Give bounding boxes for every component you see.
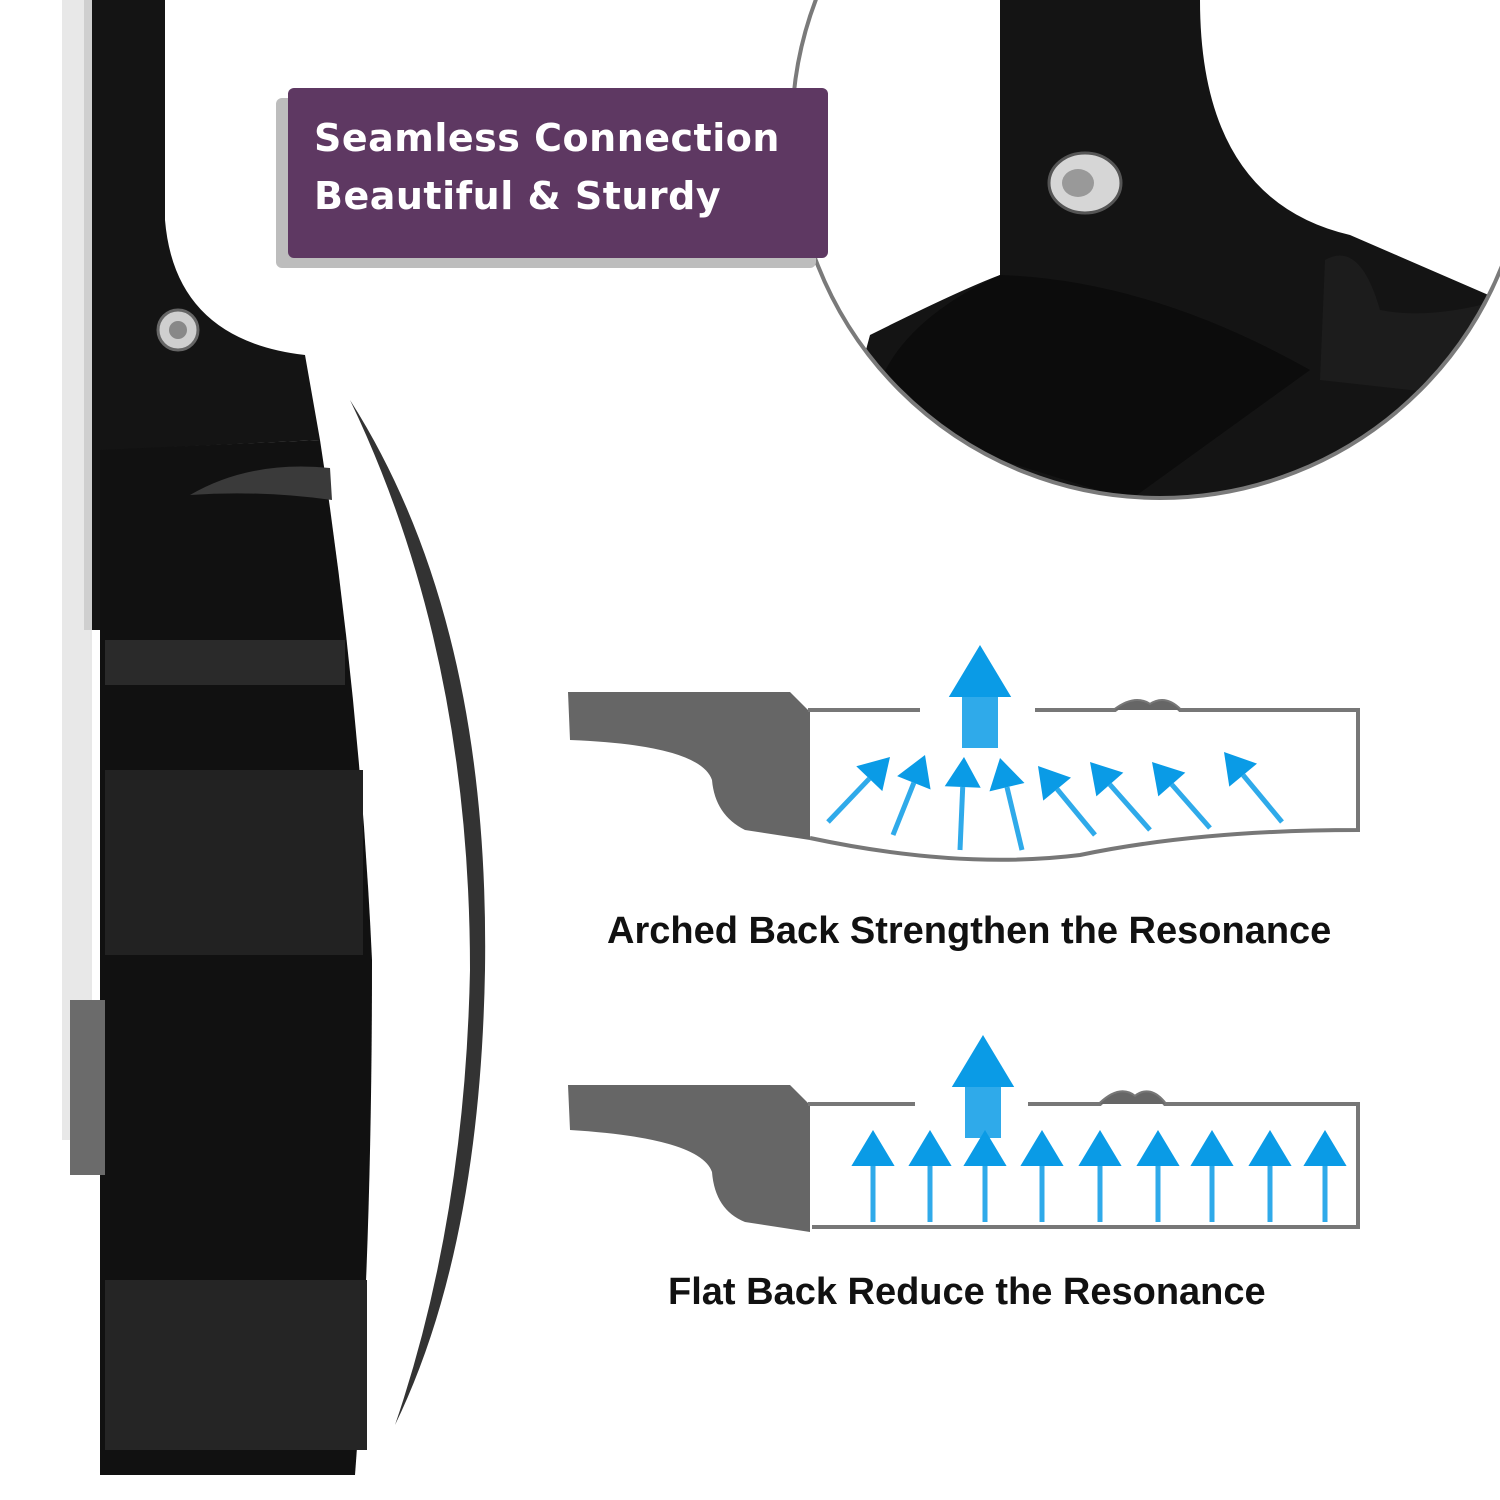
resonance-arrow-icon <box>851 1130 895 1222</box>
bridge <box>70 1000 105 1175</box>
resonance-arrow-icon <box>963 1130 1007 1222</box>
arch-curve-line <box>350 400 486 1425</box>
resonance-arrow-icon <box>1038 766 1097 837</box>
resonance-arrow-icon <box>989 758 1025 851</box>
resonance-arrow-icon <box>944 757 981 851</box>
flat-back-diagram <box>568 1035 1360 1232</box>
arched-back-diagram <box>568 645 1360 862</box>
guitar-body <box>100 440 372 1475</box>
resonance-arrow-icon <box>890 755 931 836</box>
resonance-arrow-icon <box>1248 1130 1292 1222</box>
callout-line-1: Seamless Connection <box>314 116 780 160</box>
callout-banner: Seamless Connection Beautiful & Sturdy <box>288 88 828 258</box>
zoom-inset <box>790 0 1500 500</box>
resonance-arrow-icon <box>1190 1130 1234 1222</box>
resonance-arrow-icon <box>948 645 1012 748</box>
resonance-arrow-icon <box>1152 762 1212 830</box>
guitar-side-view <box>62 0 486 1475</box>
resonance-arrow-icon <box>1078 1130 1122 1222</box>
resonance-arrow-icon <box>908 1130 952 1222</box>
resonance-arrow-icon <box>1224 752 1284 824</box>
resonance-arrow-icon <box>1136 1130 1180 1222</box>
guitar-neck-heel <box>92 0 320 630</box>
resonance-arrow-icon <box>1090 762 1152 832</box>
resonance-arrow-icon <box>1020 1130 1064 1222</box>
callout-line-2: Beautiful & Sturdy <box>314 174 722 218</box>
resonance-arrow-icon <box>1303 1130 1347 1222</box>
resonance-arrow-icon <box>951 1035 1015 1138</box>
flat-back-caption: Flat Back Reduce the Resonance <box>668 1271 1266 1313</box>
resonance-arrow-icon <box>826 757 890 824</box>
arched-back-caption: Arched Back Strengthen the Resonance <box>607 910 1332 952</box>
